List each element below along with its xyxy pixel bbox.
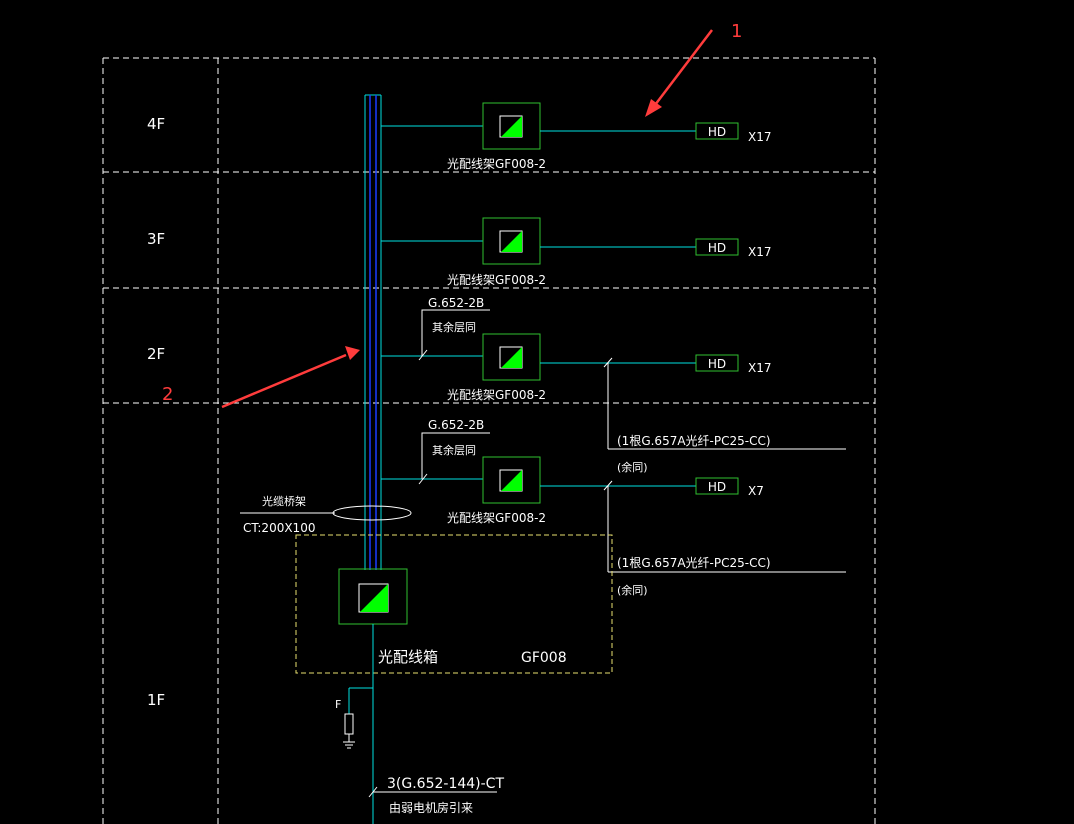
arrow-head-icon [345, 346, 360, 360]
annotation-arrow-2: 2 [162, 346, 360, 409]
hd-outlet-4f [695, 122, 739, 140]
annotation-arrow-1: 1 [645, 21, 742, 117]
branch-note-1-same: (余同) [617, 460, 648, 474]
hd-count-2f: X17 [748, 361, 772, 375]
odf-label-3f: 光配线架GF008-2 [447, 273, 546, 287]
annotation-label-2: 2 [162, 384, 173, 405]
floor-panel-1f: G.652-2B 其余层同 HD X7 光配线架GF008-2 (1根G.657… [381, 418, 846, 597]
floor-label-1f: 1F [147, 691, 165, 709]
cable-spec-note-1f: 其余层同 [432, 443, 476, 457]
odf-symbol-icon [501, 231, 522, 252]
floor-labels: 4F 3F 2F 1F [147, 115, 165, 709]
odf-label-4f: 光配线架GF008-2 [447, 157, 546, 171]
ground-fuse [344, 713, 354, 735]
main-odf-box [338, 568, 408, 625]
odf-label-1f: 光配线架GF008-2 [447, 511, 546, 525]
cable-spec-1f: G.652-2B [428, 418, 484, 432]
riser-cable [364, 94, 382, 570]
main-odf-symbol-icon [360, 584, 388, 612]
floor-panel-2f: G.652-2B 其余层同 HD X17 光配线架GF008-2 (1根G.65… [381, 296, 846, 474]
hd-label-3f: HD [708, 241, 726, 255]
odf-box-2f [482, 333, 541, 381]
floor-label-2f: 2F [147, 345, 165, 363]
annotation-label-1: 1 [731, 21, 742, 42]
odf-box-1f [482, 456, 541, 504]
odf-symbol-icon [501, 116, 522, 137]
branch-note-1: (1根G.657A光纤-PC25-CC) [617, 434, 771, 448]
main-box-label: 光配线箱 [378, 648, 438, 666]
main-box-outline [295, 534, 613, 674]
floor-panel-3f: HD X17 光配线架GF008-2 [381, 217, 772, 287]
incoming-spec: 3(G.652-144)-CT [387, 776, 504, 792]
incoming-line: F 3(G.652-144)-CT 由弱电机房引来 [335, 624, 504, 824]
hd-label-1f: HD [708, 480, 726, 494]
tray-size: CT:200X100 [243, 521, 315, 535]
hd-count-3f: X17 [748, 245, 772, 259]
floor-panel-4f: HD X17 光配线架GF008-2 [381, 102, 772, 171]
cable-spec-2f: G.652-2B [428, 296, 484, 310]
hd-outlet-1f [695, 477, 739, 495]
floor-label-3f: 3F [147, 230, 165, 248]
ground-label: F [335, 698, 341, 711]
hd-label-2f: HD [708, 357, 726, 371]
odf-box-3f [482, 217, 541, 265]
cable-spec-note-2f: 其余层同 [432, 320, 476, 334]
tray-ellipse [332, 505, 412, 521]
hd-outlet-3f [695, 238, 739, 256]
main-box-model: GF008 [521, 650, 567, 666]
hd-count-4f: X17 [748, 130, 772, 144]
odf-symbol-icon [501, 470, 522, 491]
main-distribution-box: 光配线箱 GF008 [295, 534, 613, 674]
hd-outlet-2f [695, 354, 739, 372]
floor-frame [102, 57, 876, 824]
floor-label-4f: 4F [147, 115, 165, 133]
odf-label-2f: 光配线架GF008-2 [447, 388, 546, 402]
arrow-head-icon [645, 99, 662, 117]
odf-symbol-icon [501, 347, 522, 368]
branch-note-2: (1根G.657A光纤-PC25-CC) [617, 556, 771, 570]
hd-count-1f: X7 [748, 484, 764, 498]
cable-tray: 光缆桥架 CT:200X100 [240, 494, 412, 535]
incoming-source: 由弱电机房引来 [389, 800, 473, 815]
hd-label-4f: HD [708, 125, 726, 139]
odf-box-4f [482, 102, 541, 150]
tray-label: 光缆桥架 [262, 494, 306, 508]
branch-note-2-same: (余同) [617, 583, 648, 597]
